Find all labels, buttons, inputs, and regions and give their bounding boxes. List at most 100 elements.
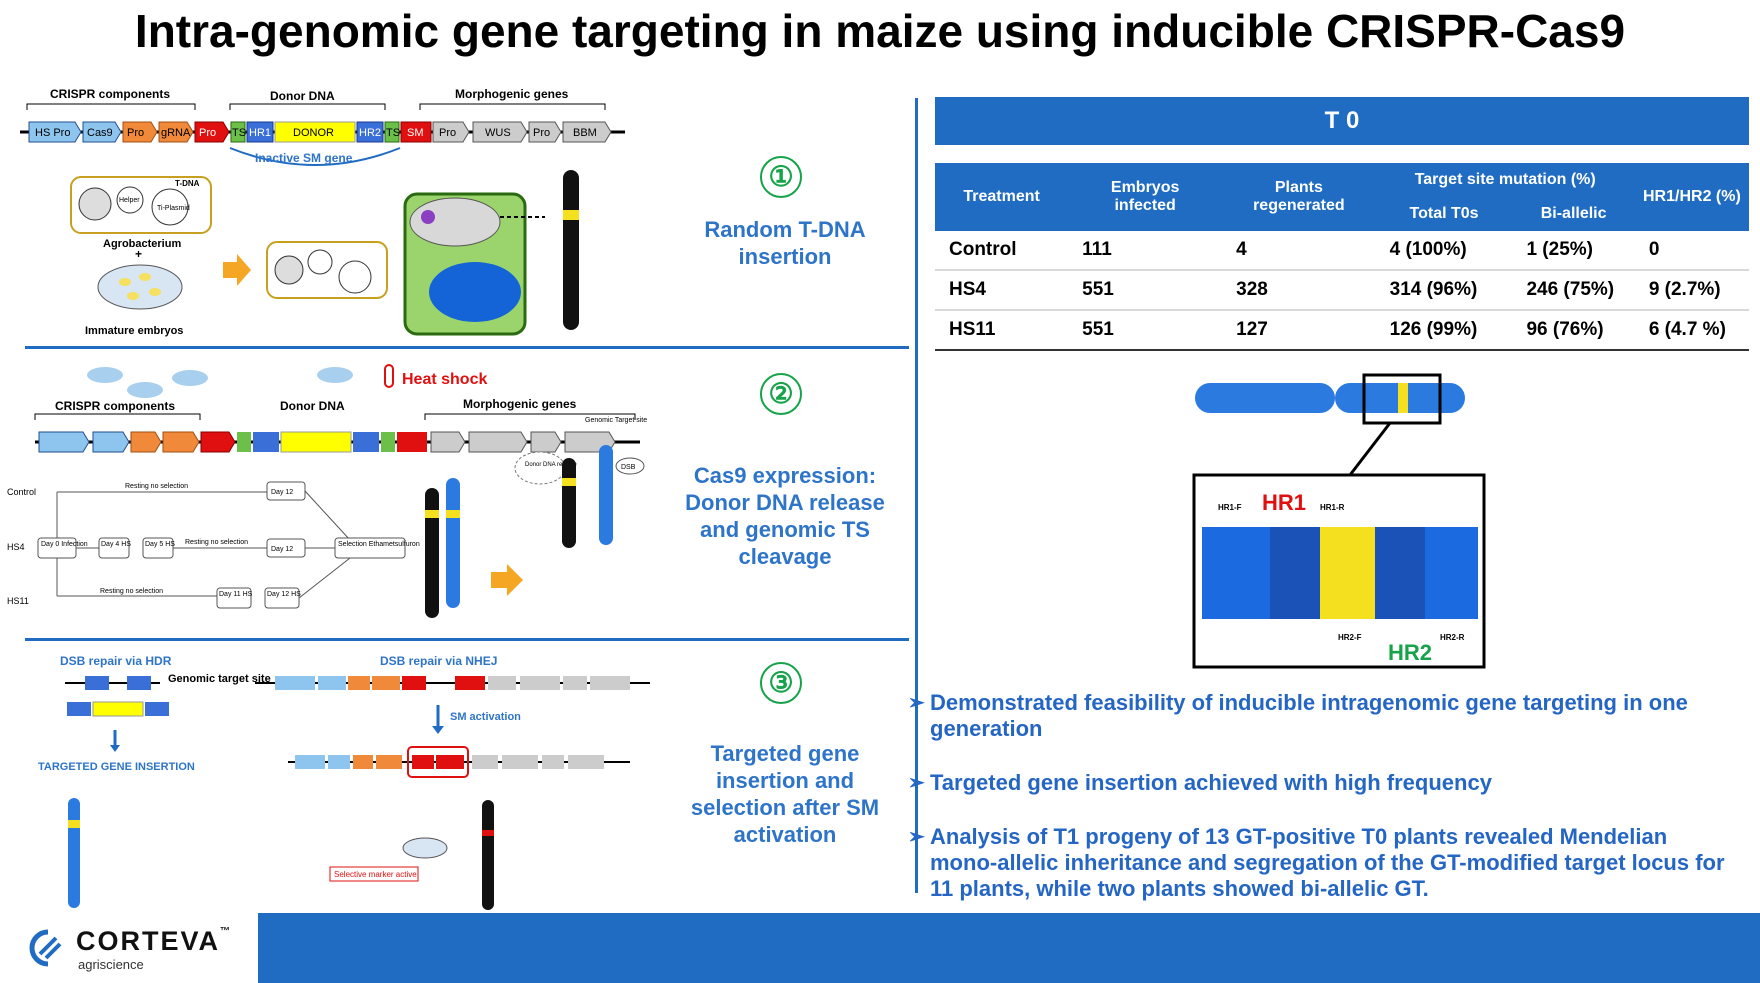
th-mutation: Target site mutation (%) — [1375, 163, 1635, 197]
cell: 111 — [1068, 231, 1223, 271]
page-title: Intra-genomic gene targeting in maize us… — [134, 5, 1626, 57]
t0-header: T 0 — [935, 97, 1749, 145]
primer-hr2r: HR2-R — [1440, 633, 1465, 642]
footer-logo-box — [0, 913, 258, 983]
step-1-badge: ① — [760, 156, 802, 198]
group-label-crispr: CRISPR components — [50, 87, 170, 101]
ti-plasmid-label: Ti-Plasmid — [157, 205, 190, 212]
footer-bar — [0, 913, 1760, 983]
th-biallelic: Bi-allelic — [1512, 197, 1635, 231]
seg-pro-grey2: Pro — [533, 127, 550, 139]
hdr-label: DSB repair via HDR — [60, 654, 172, 668]
day5-label: Day 5 HS — [145, 541, 175, 548]
seg-sm: SM — [407, 127, 424, 139]
th-plants: Plants regenerated — [1222, 163, 1376, 231]
seg-ts2: TS — [386, 127, 400, 139]
seg-cas9: Cas9 — [87, 127, 113, 139]
cell: Control — [935, 231, 1069, 271]
seg-hr1: HR1 — [249, 127, 271, 139]
bullet-text: Targeted gene insertion achieved with hi… — [930, 770, 1492, 795]
resting-1: Resting no selection — [125, 483, 188, 490]
agro-label: Agrobacterium — [103, 238, 181, 250]
seg-ts: TS — [232, 127, 246, 139]
seg-wus: WUS — [485, 127, 511, 139]
cell: 4 (100%) — [1375, 231, 1513, 271]
construct-2 — [38, 431, 616, 453]
seg-grna: gRNA — [161, 127, 191, 139]
cell: 9 (2.7%) — [1634, 270, 1749, 311]
seg-pro: Pro — [127, 127, 144, 139]
genomic-target-label: Genomic Target site — [585, 417, 647, 424]
panel1-diagram: CRISPR components Donor DNA Morphogenic … — [20, 87, 625, 337]
resting-3: Resting no selection — [100, 588, 163, 595]
panel-divider-2 — [25, 638, 909, 641]
step-1-text: Random T-DNA insertion — [704, 217, 866, 269]
p2-group-morpho: Morphogenic genes — [463, 397, 577, 411]
cell: 328 — [1222, 270, 1376, 311]
corteva-wordmark: CORTEVA™ — [76, 926, 232, 957]
tdna-label: T-DNA — [175, 179, 200, 188]
resting-2: Resting no selection — [185, 539, 248, 546]
th-embryos: Embryos infected — [1068, 163, 1223, 231]
bullet-arrow-icon: ➢ — [908, 772, 925, 794]
day0-label: Day 0 Infection — [41, 541, 88, 548]
panel3-diagram: DSB repair via HDR DSB repair via NHEJ G… — [38, 654, 650, 910]
seg-hr2: HR2 — [359, 127, 381, 139]
panel-divider-1 — [25, 346, 909, 349]
corteva-sub: agriscience — [78, 957, 144, 972]
nhej-label: DSB repair via NHEJ — [380, 654, 497, 668]
primer-hr1f: HR1-F — [1218, 503, 1242, 512]
cell: 551 — [1068, 310, 1223, 351]
bullet-1: ➢ Demonstrated feasibility of inducible … — [908, 690, 1740, 742]
row-control: Control — [7, 487, 36, 497]
hr-diagram: HR1-F HR1-R HR2-F HR2-R — [1192, 373, 1486, 669]
donor-release-label: Donor DNA release — [525, 462, 577, 468]
cell: 314 (96%) — [1375, 270, 1513, 311]
cell: 1 (25%) — [1512, 231, 1635, 271]
day12hs-label: Day 12 HS — [267, 591, 301, 598]
cell: HS11 — [935, 310, 1069, 351]
panel2-diagram: Heat shock CRISPR components Donor DNA M… — [7, 364, 647, 618]
seg-donor: DONOR — [293, 127, 334, 139]
row-hs4: HS4 — [7, 542, 25, 552]
th-treatment: Treatment — [935, 163, 1069, 231]
brand-text: CORTEVA — [76, 926, 221, 956]
corteva-logo-icon — [29, 929, 62, 967]
seg-pro-grey: Pro — [439, 127, 456, 139]
day4-label: Day 4 HS — [101, 541, 131, 548]
step-2-badge: ② — [760, 373, 802, 415]
primer-hr2f: HR2-F — [1338, 633, 1362, 642]
step-2-text: Cas9 expression: Donor DNA release and g… — [685, 463, 885, 569]
seg-pro-red: Pro — [199, 127, 216, 139]
primer-hr1r: HR1-R — [1320, 503, 1345, 512]
bullet-2: ➢ Targeted gene insertion achieved with … — [908, 770, 1740, 796]
th-hr: HR1/HR2 (%) — [1634, 163, 1749, 231]
vertical-divider — [915, 98, 918, 893]
step-3-text: Targeted gene insertion and selection af… — [690, 741, 880, 847]
helper-label: Helper — [119, 197, 140, 204]
cell: 0 — [1634, 231, 1749, 271]
bullet-3: ➢ Analysis of T1 progeny of 13 GT-positi… — [908, 824, 1740, 902]
selective-marker-label: Selective marker active — [334, 870, 417, 879]
targeted-insertion-label: TARGETED GENE INSERTION — [38, 761, 195, 773]
group-label-morpho: Morphogenic genes — [455, 87, 569, 101]
sm-activation-label: SM activation — [450, 711, 521, 723]
brand-tm: ™ — [220, 926, 233, 937]
cell: HS4 — [935, 270, 1069, 311]
plus-label: + — [135, 247, 142, 261]
cell: 551 — [1068, 270, 1223, 311]
bullet-text: Demonstrated feasibility of inducible in… — [930, 690, 1688, 741]
day12-a: Day 12 — [271, 489, 293, 496]
embryos-label: Immature embryos — [85, 325, 183, 337]
p2-group-donor: Donor DNA — [280, 399, 345, 413]
genomic-target-site-label: Genomic target site — [168, 673, 271, 685]
cell: 127 — [1222, 310, 1376, 351]
construct-1: HS Pro Cas9 Pro gRNA Pro TS HR1 DONOR HR… — [28, 121, 612, 143]
bullet-text: Analysis of T1 progeny of 13 GT-positive… — [930, 824, 1725, 901]
hr2-label: HR2 — [1388, 640, 1433, 665]
cell: 126 (99%) — [1375, 310, 1513, 351]
bullet-arrow-icon: ➢ — [908, 692, 925, 714]
seg-hs-pro: HS Pro — [35, 127, 70, 139]
